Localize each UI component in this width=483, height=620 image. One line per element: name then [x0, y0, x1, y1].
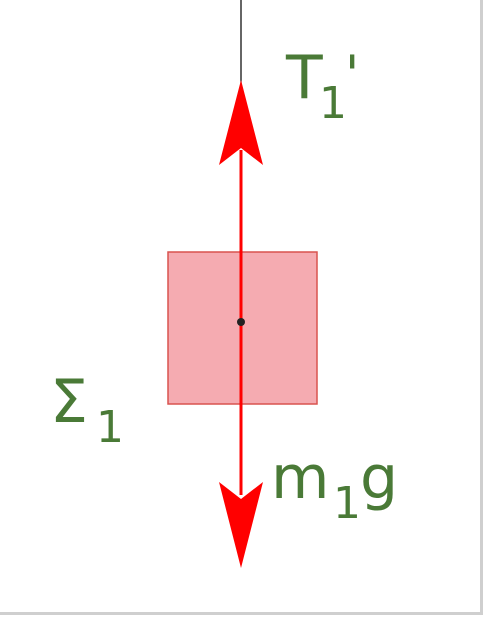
tension-subscript: 1	[319, 78, 347, 129]
frame-edge-bottom	[0, 612, 483, 615]
center-of-mass-point	[237, 318, 245, 326]
body-label: Σ 1	[50, 367, 124, 453]
body-symbol: Σ	[50, 367, 88, 437]
weight-gravity-symbol: g	[360, 443, 398, 513]
frame-edge-right	[480, 0, 483, 615]
tension-symbol: T	[285, 43, 323, 113]
weight-label: m 1 g	[271, 443, 398, 529]
tension-label: T 1 '	[285, 43, 359, 129]
weight-arrowhead	[219, 482, 263, 568]
tension-arrowhead	[219, 80, 263, 165]
weight-mass-symbol: m	[271, 443, 329, 513]
tension-prime: '	[345, 45, 359, 105]
weight-subscript: 1	[333, 478, 361, 529]
body-subscript: 1	[96, 402, 124, 453]
